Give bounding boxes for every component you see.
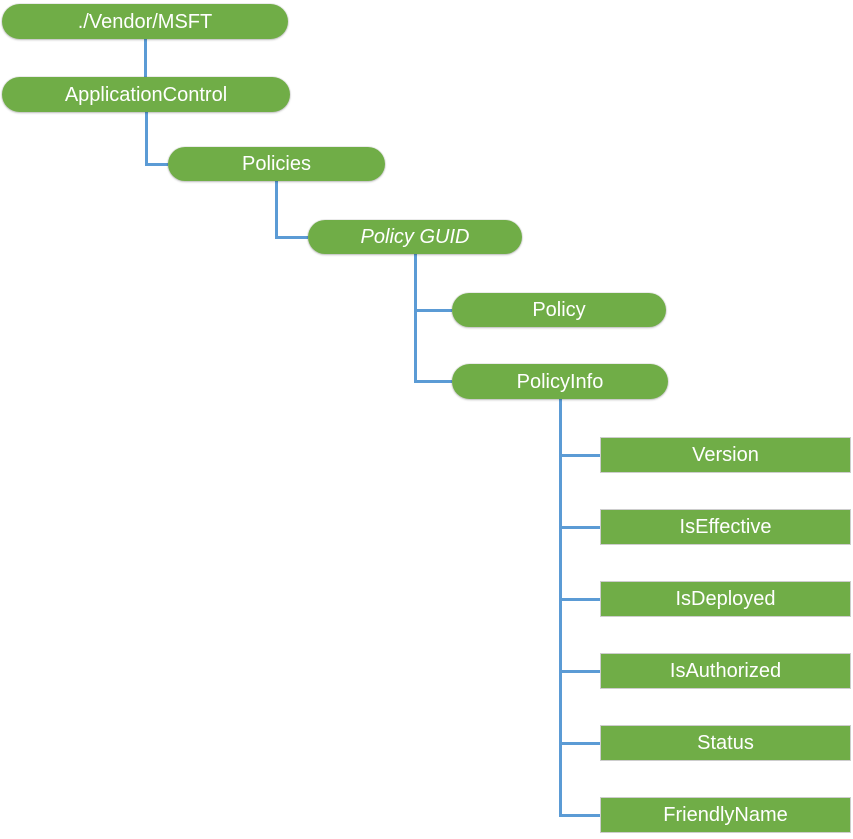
tree-node-label: Status [697,732,754,754]
tree-node-label: Policies [242,153,311,175]
tree-node-friendly-name: FriendlyName [600,797,851,833]
tree-node-is-deployed: IsDeployed [600,581,851,617]
connector-line [413,254,417,383]
tree-node-label: Policy [532,299,586,321]
tree-node-label: ./Vendor/MSFT [77,10,213,33]
connector-line [144,162,168,166]
connector-line [558,741,600,745]
connector-line [558,453,600,457]
tree-node-label: Version [692,444,759,466]
connector-line [558,813,600,817]
tree-node-status: Status [600,725,851,761]
tree-node-is-effective: IsEffective [600,509,851,545]
connector-line [413,308,452,312]
connector-line [275,235,308,239]
connector-line [558,525,600,529]
tree-node-label: FriendlyName [663,804,788,826]
connector-line [275,181,278,239]
tree-node-is-authorized: IsAuthorized [600,653,851,689]
tree-node-policy: Policy [452,293,666,327]
tree-node-label: IsAuthorized [669,660,782,682]
tree-node-policies: Policies [168,147,385,181]
tree-node-version: Version [600,437,851,473]
tree-node-policy-guid: Policy GUID [308,220,522,254]
connector-line [558,597,600,601]
tree-node-policy-info: PolicyInfo [452,364,668,399]
tree-node-label: ApplicationControl [64,83,228,106]
tree-node-vendor-msft: ./Vendor/MSFT [2,4,288,39]
connector-line [144,112,148,166]
connector-line [143,39,147,77]
connector-line [413,380,452,383]
tree-node-label: PolicyInfo [516,370,604,393]
tree-node-application-control: ApplicationControl [2,77,290,112]
connector-line [558,669,600,673]
tree-node-label: IsDeployed [675,588,776,610]
tree-node-label: Policy GUID [360,226,470,248]
tree-node-label: IsEffective [679,516,772,538]
connector-line [558,399,562,817]
